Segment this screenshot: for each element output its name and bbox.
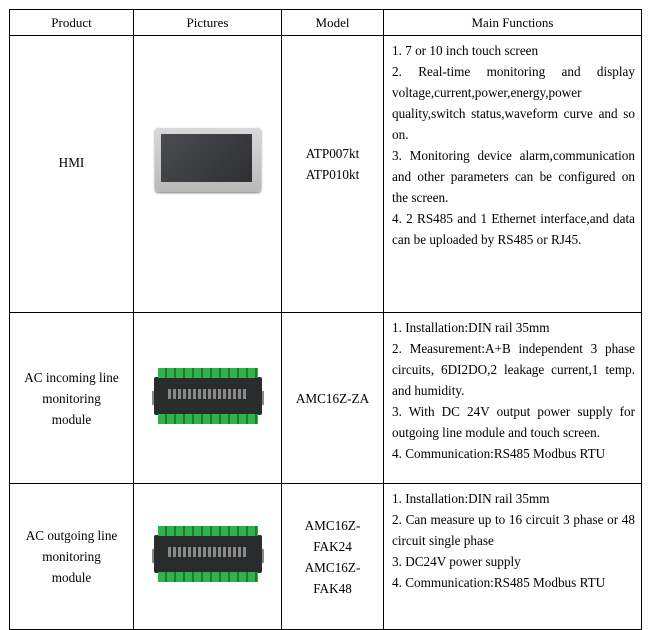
table-row: HMI ATP007kt ATP010kt 1. 7 or 10 inch to… xyxy=(9,35,642,313)
product-name: AC incoming line xyxy=(24,369,119,385)
model-name: FAK24 xyxy=(313,538,352,554)
model-cell: AMC16Z- FAK24 AMC16Z- FAK48 xyxy=(281,483,384,630)
function-item: 4. 2 RS485 and 1 Ethernet interface,and … xyxy=(392,211,635,247)
product-name: module xyxy=(51,570,92,585)
model-cell: AMC16Z-ZA xyxy=(281,312,384,484)
product-name: module xyxy=(51,411,92,427)
din-rail-module-image xyxy=(151,523,264,585)
product-cell: AC incoming line monitoring module xyxy=(9,312,134,484)
product-name: monitoring xyxy=(42,390,101,406)
function-item: 3. Monitoring device alarm,communication… xyxy=(392,148,635,205)
functions-cell: 1. Installation:DIN rail 35mm 2. Can mea… xyxy=(383,483,642,630)
hmi-touch-screen-image xyxy=(154,127,261,192)
product-name: AC outgoing line xyxy=(25,528,118,543)
picture-cell xyxy=(133,35,282,313)
model-name: ATP007kt xyxy=(305,146,360,161)
header-product: Product xyxy=(9,9,134,36)
table-row: AC incoming line monitoring module AMC16… xyxy=(9,312,642,484)
product-table: Product Pictures Model Main Functions HM… xyxy=(9,9,642,630)
model-cell: ATP007kt ATP010kt xyxy=(281,35,384,313)
model-name: AMC16Z- xyxy=(304,517,361,533)
table-row: AC outgoing line monitoring module AMC16… xyxy=(9,483,642,630)
header-row: Product Pictures Model Main Functions xyxy=(9,9,642,36)
header-model: Model xyxy=(281,9,384,36)
model-name: AMC16Z-ZA xyxy=(295,390,370,406)
model-name: AMC16Z- xyxy=(304,559,361,575)
product-cell: HMI xyxy=(9,35,134,313)
function-item: 2. Can measure up to 16 circuit 3 phase … xyxy=(392,512,635,548)
function-item: 3. With DC 24V output power supply for o… xyxy=(392,404,635,440)
picture-cell xyxy=(133,483,282,630)
function-item: 2. Measurement:A+B independent 3 phase c… xyxy=(392,341,635,398)
function-item: 4. Communication:RS485 Modbus RTU xyxy=(392,575,606,590)
function-item: 2. Real-time monitoring and display volt… xyxy=(392,64,635,142)
function-item: 3. DC24V power supply xyxy=(392,554,521,569)
din-rail-module-image xyxy=(151,365,264,427)
function-item: 1. Installation:DIN rail 35mm xyxy=(392,491,550,506)
function-item: 1. Installation:DIN rail 35mm xyxy=(392,320,550,335)
function-item: 1. 7 or 10 inch touch screen xyxy=(392,43,539,58)
product-name: monitoring xyxy=(42,549,101,564)
header-functions: Main Functions xyxy=(383,9,642,36)
functions-cell: 1. Installation:DIN rail 35mm 2. Measure… xyxy=(383,312,642,484)
functions-cell: 1. 7 or 10 inch touch screen 2. Real-tim… xyxy=(383,35,642,313)
picture-cell xyxy=(133,312,282,484)
model-name: ATP010kt xyxy=(305,167,360,182)
product-name: HMI xyxy=(58,154,85,170)
function-item: 4. Communication:RS485 Modbus RTU xyxy=(392,446,606,461)
header-pictures: Pictures xyxy=(133,9,282,36)
model-name: FAK48 xyxy=(313,580,352,596)
product-cell: AC outgoing line monitoring module xyxy=(9,483,134,630)
